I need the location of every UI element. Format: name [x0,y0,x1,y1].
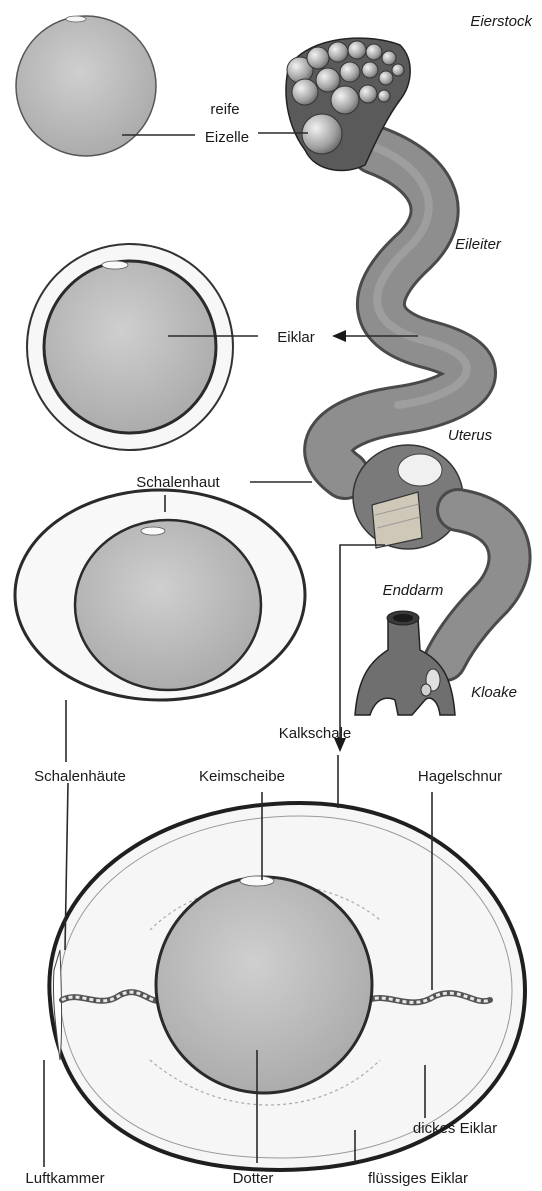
stage3-egg-with-membrane [15,490,305,700]
label-dickes-eiklar: dickes Eiklar [413,1120,497,1137]
label-dotter: Dotter [233,1170,274,1187]
label-kloake: Kloake [471,684,517,701]
label-eiklar: Eiklar [277,329,315,346]
label-uterus: Uterus [448,427,493,444]
stage4-complete-egg [49,803,525,1170]
label-fluessiges-eiklar: flüssiges Eiklar [368,1170,468,1187]
label-keimscheibe: Keimscheibe [199,768,285,785]
label-luftkammer: Luftkammer [25,1170,104,1187]
oviduct-lower-tube [445,510,510,660]
stage2-egg-with-albumen [27,244,233,450]
label-kalkschale: Kalkschale [279,725,352,742]
air-cell [53,950,61,1060]
label-eierstock: Eierstock [470,13,533,30]
label-hagelschnur: Hagelschnur [418,768,502,785]
label-reife: reife [210,101,239,118]
label-eizelle: Eizelle [205,129,249,146]
label-schalenhaeute: Schalenhäute [34,768,126,785]
label-enddarm: Enddarm [383,582,444,599]
oviduct-tube [328,146,472,475]
label-schalenhaut: Schalenhaut [136,474,220,491]
label-eileiter: Eileiter [455,236,502,253]
